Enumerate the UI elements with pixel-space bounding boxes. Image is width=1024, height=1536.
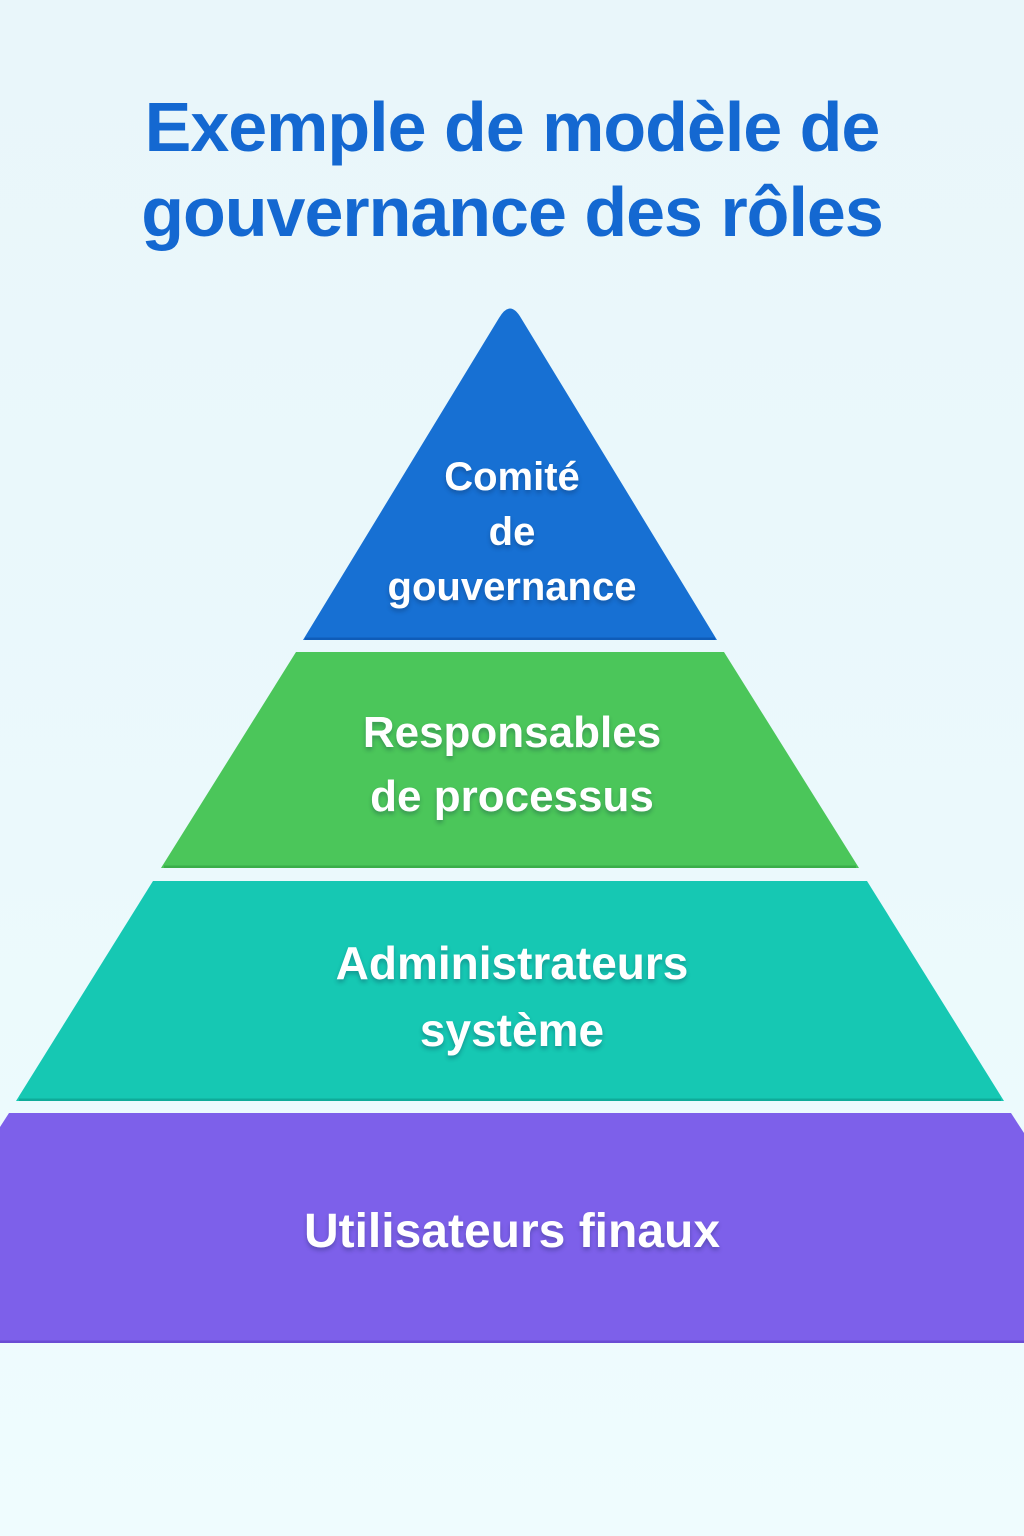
label-line: Comité [444,455,580,499]
pyramid-level-2-shape [161,652,859,868]
pyramid-level-4-shape [0,1113,1024,1343]
page-title: Exemple de modèle de gouvernance des rôl… [0,85,1024,255]
pyramid-level-2-label: Responsables de processus [0,701,1024,829]
label-line: système [419,1004,605,1056]
label-line: de [488,510,536,554]
pyramid-level-1-label: Comité de gouvernance [0,450,1024,615]
pyramid-level-1-shape [303,308,717,640]
label-line: Responsables [362,708,662,757]
label-line: Utilisateurs finaux [303,1205,721,1258]
label-line: gouvernance [387,565,637,609]
page-title-line-1: Exemple de modèle de [144,88,881,166]
pyramid-level-3-label: Administrateurs système [0,930,1024,1064]
pyramid-level-4-label: Utilisateurs finaux [0,1206,1024,1258]
pyramid-level-3-shape [16,881,1004,1101]
label-line: Administrateurs [335,937,689,989]
label-line: de processus [370,772,654,821]
page-title-line-2: gouvernance des rôles [141,173,884,251]
